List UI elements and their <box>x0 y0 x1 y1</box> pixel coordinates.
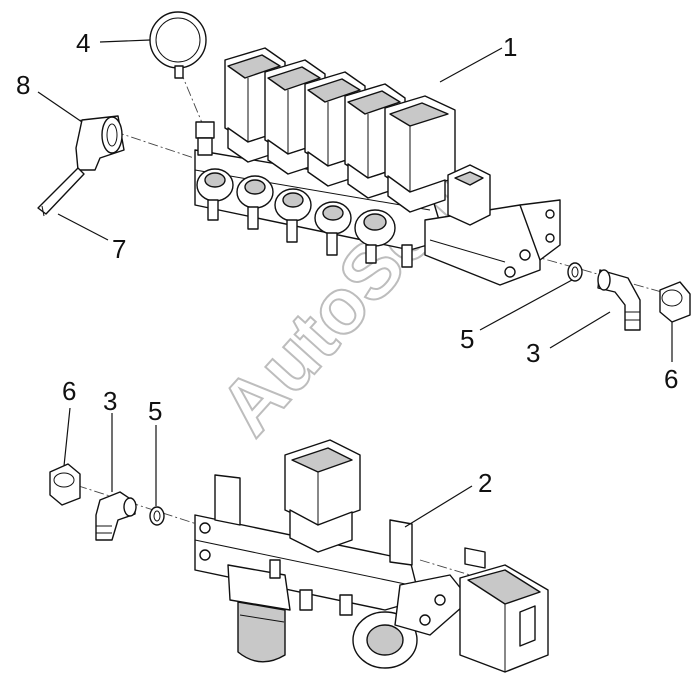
top-assembly <box>37 11 691 331</box>
leader-1 <box>439 47 503 83</box>
axis-line-bottom-right <box>419 559 471 576</box>
callout-6-top: 6 <box>664 364 678 394</box>
outlet-valves <box>196 168 413 268</box>
axis-line-top-right <box>529 254 691 301</box>
leader-3-top <box>549 311 611 349</box>
outlet-valve-3 <box>274 188 312 243</box>
callout-labels: 1 4 8 7 5 3 6 6 3 5 2 <box>16 28 678 498</box>
callout-6-bottom: 6 <box>62 376 76 406</box>
pressure-gauge <box>149 11 215 156</box>
leader-5-top <box>479 279 573 331</box>
gasket-top <box>567 262 583 282</box>
callout-3-top: 3 <box>526 338 540 368</box>
elbow-fitting-left <box>75 115 125 171</box>
callout-2: 2 <box>478 468 492 498</box>
callout-7: 7 <box>112 234 126 264</box>
leader-7 <box>57 213 109 241</box>
leader-4 <box>99 39 151 43</box>
electric-actuator <box>459 547 549 673</box>
elbow-hose-fitting-top <box>597 269 641 331</box>
leader-8 <box>37 91 83 123</box>
callout-5-bottom: 5 <box>148 396 162 426</box>
motor-head-5 <box>384 95 456 213</box>
outlet-valve-2 <box>236 175 274 230</box>
motor-valve-heads <box>224 47 456 213</box>
elbow-hose-fitting-bottom <box>95 491 137 541</box>
bottom-assembly <box>49 439 549 673</box>
pressure-regulator-block <box>424 164 561 286</box>
outlet-valve-1 <box>196 168 234 221</box>
axis-line-gauge <box>179 69 206 131</box>
callout-3-bottom: 3 <box>103 386 117 416</box>
hex-nut-top <box>659 281 691 323</box>
outlet-valve-4 <box>314 201 352 256</box>
callout-5-top: 5 <box>460 324 474 354</box>
hex-nut-bottom <box>49 463 81 506</box>
outlet-valve-5 <box>354 209 413 268</box>
filter-bowl <box>227 564 291 663</box>
leader-lines <box>37 39 673 528</box>
leader-6-bottom <box>63 407 71 467</box>
callout-4: 4 <box>76 28 90 58</box>
outlets-bottom <box>269 559 353 616</box>
bracket-clip <box>37 167 85 217</box>
callout-1: 1 <box>503 32 517 62</box>
gasket-bottom <box>149 506 165 526</box>
leader-2 <box>404 485 473 528</box>
callout-8: 8 <box>16 70 30 100</box>
motor-head-bottom <box>284 439 361 553</box>
ball-valve-bottom <box>352 574 471 669</box>
